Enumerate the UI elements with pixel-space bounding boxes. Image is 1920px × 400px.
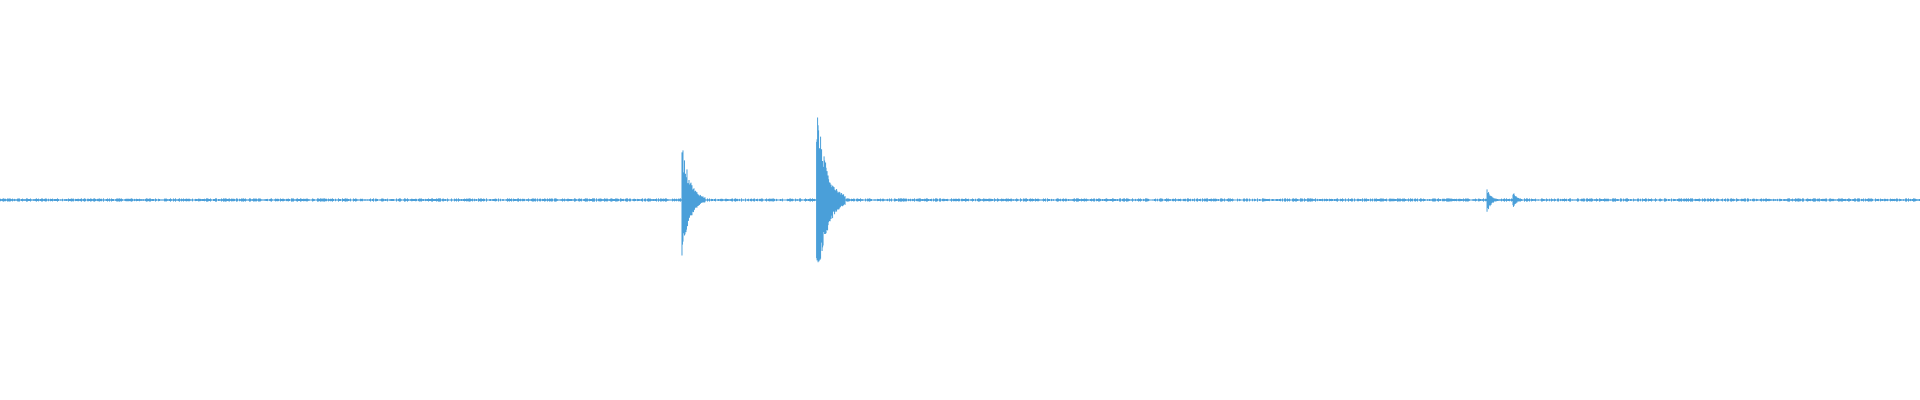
transient-spike-3 [1486, 189, 1500, 212]
waveform-series [0, 198, 1920, 202]
transient-spike-2 [816, 117, 846, 263]
waveform-transients [681, 117, 1525, 263]
transient-spike-4 [1512, 193, 1525, 207]
transient-spike-1 [681, 150, 706, 256]
